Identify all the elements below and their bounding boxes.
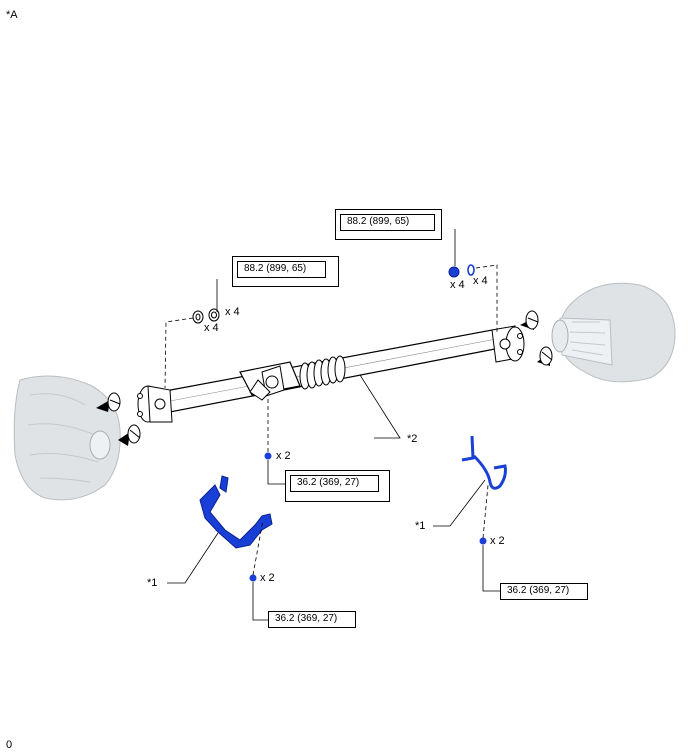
rear-differential-housing (551, 282, 676, 383)
center-bolt-qty: x 2 (276, 450, 291, 462)
left-bracket-torque: 36.2 (369, 27) (268, 611, 356, 628)
front-flange-torque: 88.2 (899, 65) (237, 261, 326, 278)
engagement-arrows (96, 310, 553, 446)
solid-leaders (167, 229, 500, 621)
left-bracket-bolt-qty: x 2 (260, 572, 275, 584)
rear-washer-qty: x 4 (473, 275, 488, 287)
left-bracket-callout: *1 (147, 577, 158, 589)
left-bracket-bolt (249, 574, 257, 582)
front-flange-torque-frame: 88.2 (899, 65) (232, 256, 339, 287)
right-bracket-callout: *1 (415, 520, 426, 532)
rear-flange-yoke (491, 325, 525, 363)
right-bracket-torque: 36.2 (369, 27) (500, 583, 588, 600)
propeller-shaft (137, 325, 525, 423)
center-support-bearing (249, 365, 285, 401)
front-nut-qty: x 4 (204, 322, 219, 334)
rear-nut-qty: x 4 (450, 279, 465, 291)
right-bracket-bolt (479, 537, 487, 545)
rear-flange-torque: 88.2 (899, 65) (340, 214, 435, 231)
dust-boot (299, 355, 346, 390)
front-flange-yoke (137, 385, 173, 423)
dashed-leaders (164, 264, 498, 576)
figure-label: *A (6, 9, 18, 21)
right-support-bracket (461, 435, 507, 490)
center-bearing-torque: 36.2 (369, 27) (290, 475, 379, 492)
right-bracket-bolt-qty: x 2 (490, 535, 505, 547)
shaft-callout: *2 (407, 433, 418, 445)
front-flange-fasteners (192, 308, 220, 324)
center-bearing-bolt (264, 452, 272, 460)
transfer-case-housing (13, 375, 121, 501)
rear-flange-torque-frame: 88.2 (899, 65) (335, 209, 442, 240)
front-washer-qty: x 4 (225, 306, 240, 318)
center-bearing-torque-frame: 36.2 (369, 27) (285, 470, 390, 502)
footer-code: 0 (6, 739, 13, 751)
rear-flange-fasteners (448, 264, 475, 278)
left-support-bracket (199, 475, 273, 549)
